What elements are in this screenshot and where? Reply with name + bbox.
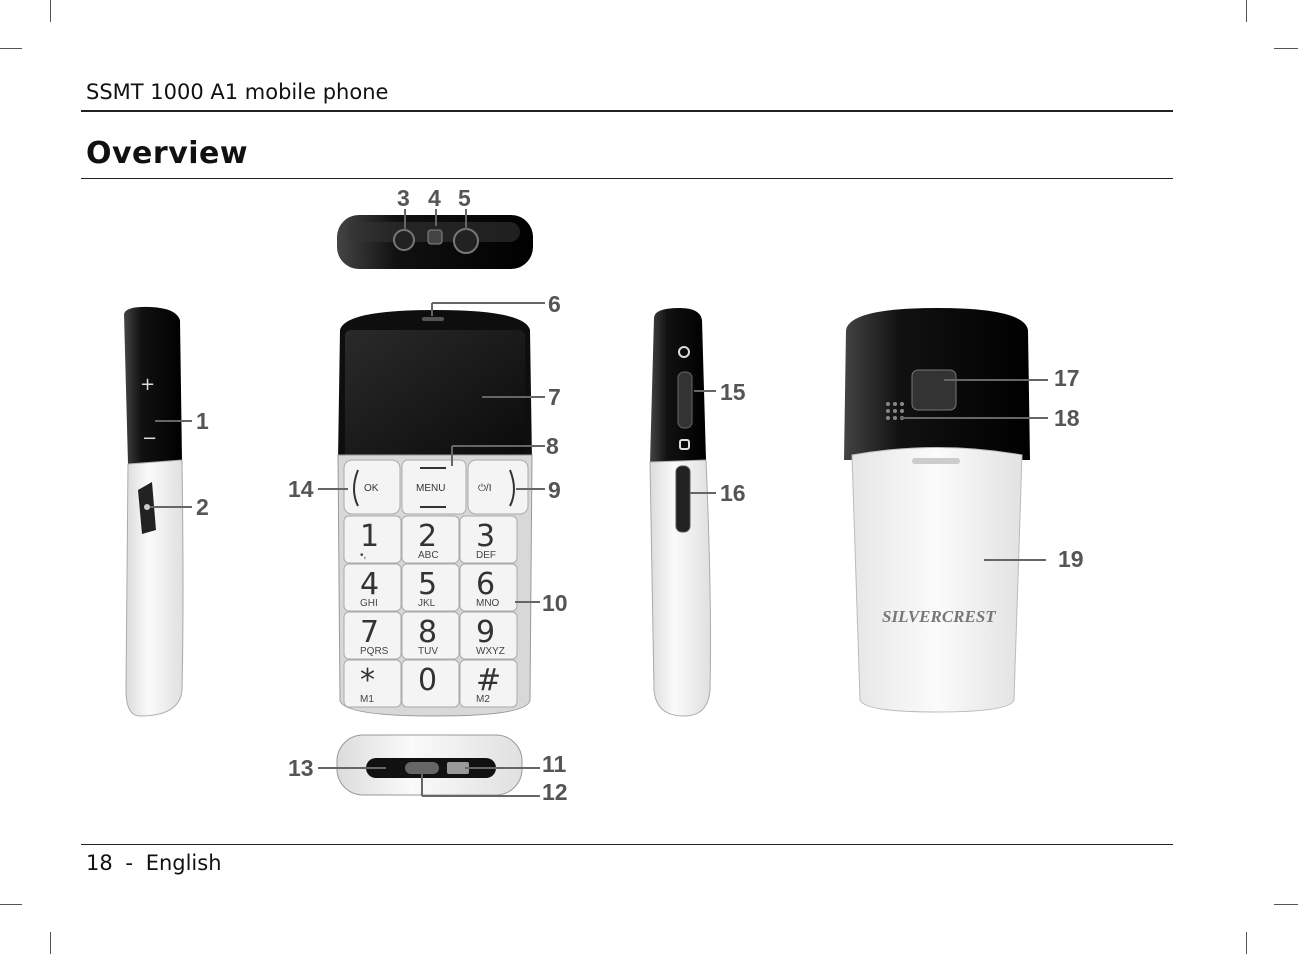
crop-mark: [1274, 904, 1298, 905]
keypad-key-letters: M2: [476, 694, 490, 705]
callout-7: 7: [548, 384, 561, 410]
callout-16: 16: [720, 480, 746, 506]
footer-language: English: [145, 851, 222, 875]
keypad-key-number: 2: [418, 519, 437, 554]
keypad-key-letters: PQRS: [360, 646, 389, 657]
keypad-key: [401, 515, 460, 564]
callout-13: 13: [288, 755, 314, 781]
callout-6: 6: [548, 291, 561, 317]
footer-separator: -: [125, 851, 133, 875]
page-number: 18: [86, 851, 113, 875]
keypad-key-letters: M1: [360, 694, 374, 705]
callout-11: 11: [542, 751, 567, 777]
keypad-key-number: 3: [476, 519, 495, 554]
keypad-key-letters: DEF: [476, 550, 496, 561]
callout-17: 17: [1054, 365, 1080, 391]
phone-back-view: SILVERCREST: [844, 308, 1030, 713]
keypad-key-letters: TUV: [418, 646, 438, 657]
keypad-key: [401, 659, 460, 708]
phone-left-side-view: + −: [124, 306, 184, 717]
callout-12: 12: [542, 779, 568, 805]
callout-8: 8: [546, 433, 559, 459]
crop-mark: [1246, 932, 1247, 954]
keypad-key: [459, 515, 518, 564]
callout-4: 4: [428, 185, 441, 211]
keypad-key-number: 7: [360, 615, 379, 650]
keypad-key-letters: •,: [360, 550, 366, 561]
keypad-key-number: #: [476, 663, 501, 698]
phone-right-side-view: [649, 308, 711, 717]
keypad-key-number: 6: [476, 567, 495, 602]
keypad-key: [343, 611, 402, 660]
keypad-key: [401, 563, 460, 612]
section-rule: [81, 178, 1173, 179]
crop-mark: [50, 0, 51, 22]
keypad-key-number: 5: [418, 567, 437, 602]
keypad-key-letters: MNO: [476, 598, 500, 609]
callout-1: 1: [196, 408, 209, 434]
keypad-key-number: *: [360, 663, 375, 698]
footer-rule: [81, 844, 1173, 845]
callout-2: 2: [196, 494, 209, 520]
keypad-key: [343, 659, 402, 708]
crop-mark: [1246, 0, 1247, 22]
callout-10: 10: [542, 590, 568, 616]
menu-key-label: MENU: [416, 483, 445, 494]
keypad-key: [343, 563, 402, 612]
keypad-key: [459, 659, 518, 708]
keypad-key: [343, 515, 402, 564]
phone-bottom-view: [336, 734, 523, 796]
keypad-key-letters: JKL: [418, 598, 436, 609]
callout-leaders: [150, 209, 1048, 797]
callout-19: 19: [1058, 546, 1084, 572]
keypad-key-letters: WXYZ: [476, 646, 505, 657]
keypad-key-letters: ABC: [418, 550, 439, 561]
callout-3: 3: [397, 185, 410, 211]
phone-top-view: [337, 215, 533, 269]
keypad-key: [459, 563, 518, 612]
keypad-key-number: 9: [476, 615, 495, 650]
section-title: Overview: [86, 136, 249, 171]
keypad-key: [459, 611, 518, 660]
callout-9: 9: [548, 477, 561, 503]
brand-logo: SILVERCREST: [882, 607, 996, 626]
callout-15: 15: [720, 379, 746, 405]
end-key-label: ⏻/I: [478, 483, 491, 494]
keypad-key: [401, 611, 460, 660]
callout-18: 18: [1054, 405, 1080, 431]
callout-numbers: 1 2 3 4 5 6 7 8 9 10 11 12 13 14 15 16 1…: [196, 185, 1084, 805]
crop-mark: [0, 904, 22, 905]
crop-mark: [0, 48, 22, 49]
callout-5: 5: [458, 185, 471, 211]
ok-key-label: OK: [364, 483, 379, 494]
keypad-key-number: 1: [360, 519, 379, 554]
header-rule: [81, 110, 1173, 112]
volume-up-icon: +: [140, 374, 155, 395]
page-footer: 18 - English: [86, 851, 222, 875]
volume-down-icon: −: [142, 428, 157, 449]
keypad-key-number: 4: [360, 567, 379, 602]
crop-mark: [1274, 48, 1298, 49]
running-header: SSMT 1000 A1 mobile phone: [86, 80, 389, 104]
keypad-key-number: 0: [418, 663, 437, 698]
keypad-key-letters: GHI: [360, 598, 378, 609]
callout-14: 14: [288, 476, 314, 502]
keypad-key-number: 8: [418, 615, 437, 650]
crop-mark: [50, 932, 51, 954]
